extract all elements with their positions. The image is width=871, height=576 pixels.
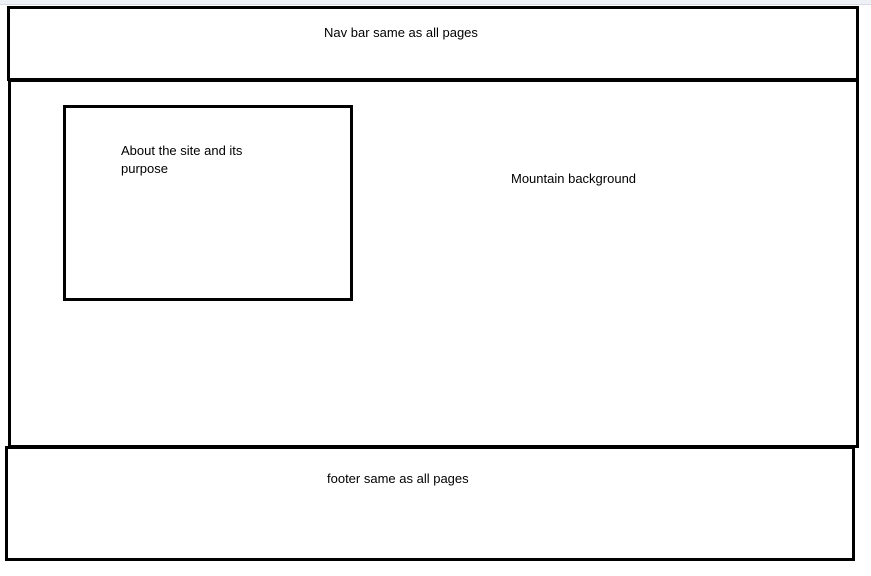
window-top-edge [0, 0, 871, 5]
footer-label: footer same as all pages [327, 471, 469, 486]
nav-bar-box [7, 6, 859, 81]
about-label: About the site and its purpose [121, 143, 243, 176]
about-box [63, 105, 353, 301]
footer-box [5, 446, 855, 561]
mountain-background-label: Mountain background [511, 171, 637, 186]
nav-bar-label: Nav bar same as all pages [324, 25, 478, 40]
